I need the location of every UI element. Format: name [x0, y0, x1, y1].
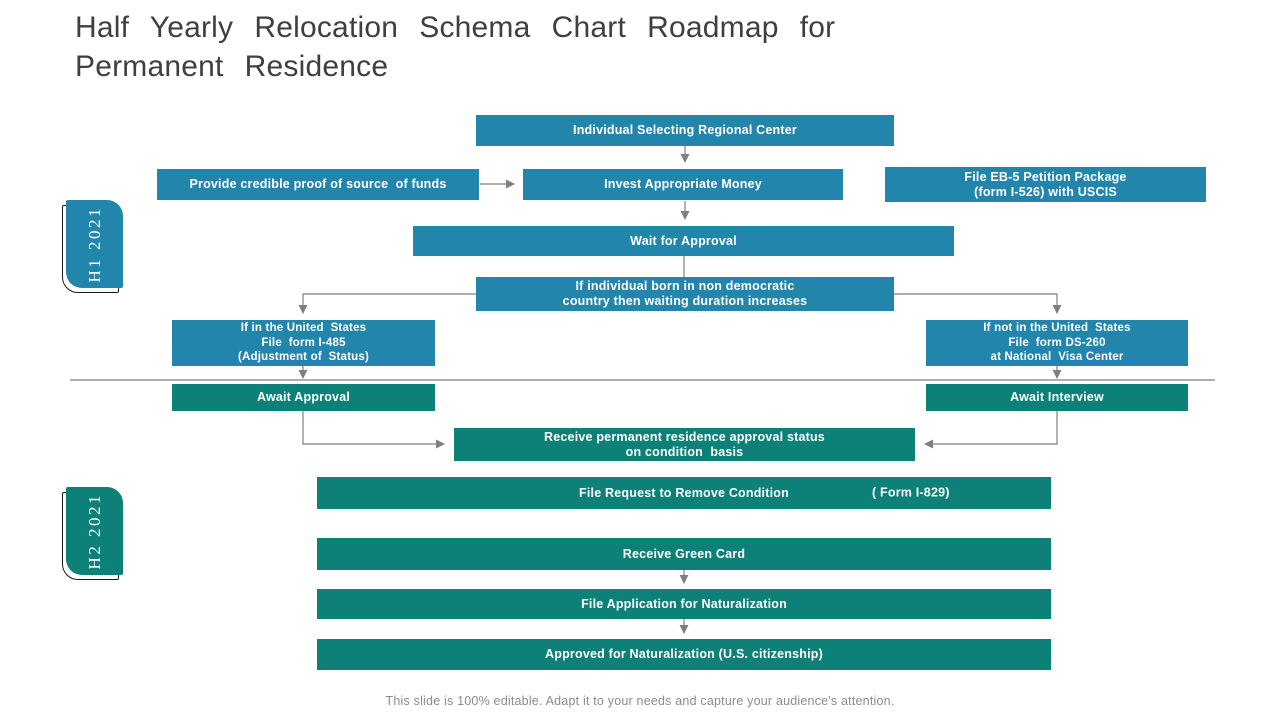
- arrow-await-approval-to-receive: [302, 411, 445, 449]
- node-form-i829-label: ( Form I-829): [872, 485, 950, 500]
- timeline-h2-label: H2 2021: [84, 492, 104, 570]
- node-label: Await Approval: [256, 390, 351, 404]
- node-born-non-democratic: If individual born in non democratic cou…: [476, 277, 894, 311]
- node-label: Receive Green Card: [622, 546, 746, 561]
- node-label-line2: File form DS-260: [1008, 336, 1106, 349]
- node-label-line3: (Adjustment of Status): [237, 351, 370, 364]
- badge-h2-fill: H2 2021: [66, 487, 123, 575]
- node-receive-permanent-residence-status: Receive permanent residence approval sta…: [454, 428, 915, 461]
- node-approved-naturalization: Approved for Naturalization (U.S. citize…: [317, 639, 1051, 670]
- node-label: Wait for Approval: [630, 233, 737, 248]
- timeline-badge-h1: H1 2021: [62, 200, 123, 293]
- node-label-line3: at National Visa Center: [990, 351, 1124, 364]
- node-if-in-united-states: If in the United States File form I-485 …: [172, 320, 435, 366]
- node-individual-selecting-regional-center: Individual Selecting Regional Center: [476, 115, 894, 146]
- timeline-badge-h2: H2 2021: [62, 487, 123, 580]
- node-label: File Request to Remove Condition: [579, 485, 789, 500]
- node-invest-appropriate-money: Invest Appropriate Money: [523, 169, 843, 200]
- slide-title: Half Yearly Relocation Schema Chart Road…: [75, 11, 836, 83]
- arrow-await-interview-to-receive: [924, 411, 1058, 449]
- node-label-line2: (form I-526) with USCIS: [974, 184, 1117, 199]
- node-label: Approved for Naturalization (U.S. citize…: [545, 647, 823, 661]
- node-label-line1: Receive permanent residence approval sta…: [544, 429, 825, 444]
- node-file-application-naturalization: File Application for Naturalization: [317, 589, 1051, 619]
- node-label-line1: If in the United States: [240, 322, 367, 335]
- arrow-born-to-left-branch: [298, 293, 476, 314]
- node-label-line1: If not in the United States: [983, 322, 1131, 335]
- node-label-line1: If individual born in non democratic: [575, 279, 795, 293]
- node-label-line2: File form I-485: [261, 336, 346, 349]
- node-await-approval: Await Approval: [172, 384, 435, 411]
- arrow-born-to-right-branch: [894, 293, 1062, 314]
- timeline-h1-label: H1 2021: [84, 205, 104, 283]
- node-label-line2: on condition basis: [625, 444, 744, 459]
- node-file-request-remove-condition: File Request to Remove Condition ( Form …: [317, 477, 1051, 509]
- node-label: Individual Selecting Regional Center: [573, 123, 797, 137]
- node-if-not-in-united-states: If not in the United States File form DS…: [926, 320, 1188, 366]
- node-label-line2: country then waiting duration increases: [562, 294, 808, 308]
- badge-h1-fill: H1 2021: [66, 200, 123, 288]
- node-provide-proof-of-funds: Provide credible proof of source of fund…: [157, 169, 479, 200]
- node-label: Await Interview: [1010, 390, 1104, 404]
- node-label: Invest Appropriate Money: [604, 177, 762, 191]
- node-label: Provide credible proof of source of fund…: [189, 177, 447, 191]
- node-label-line1: File EB-5 Petition Package: [964, 169, 1127, 184]
- editable-note: This slide is 100% editable. Adapt it to…: [385, 694, 895, 708]
- node-wait-for-approval: Wait for Approval: [413, 226, 954, 256]
- node-label: File Application for Naturalization: [581, 596, 787, 611]
- node-await-interview: Await Interview: [926, 384, 1188, 411]
- node-file-eb5-petition: File EB-5 Petition Package (form I-526) …: [885, 167, 1206, 202]
- node-receive-green-card: Receive Green Card: [317, 538, 1051, 570]
